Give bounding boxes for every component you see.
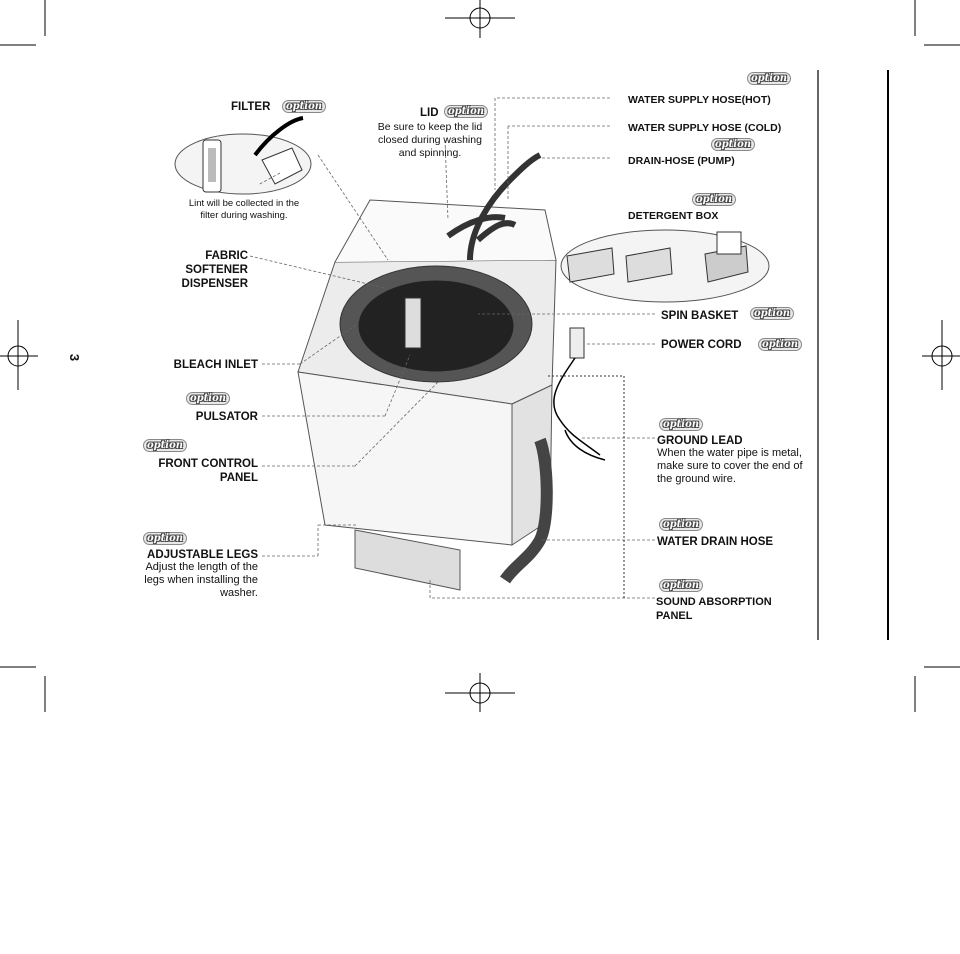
leader-lines (249, 97, 655, 599)
crop-marks (0, 0, 960, 712)
front-control-panel-label: FRONT CONTROL PANEL (158, 458, 258, 484)
detergent-inset (560, 229, 770, 303)
water-supply-option-badge: option (747, 72, 792, 85)
sound-absorption-option-badge: option (659, 579, 704, 592)
lid-note: Be sure to keep the lid closed during wa… (377, 121, 483, 159)
fabric-softener-label: FABRIC SOFTENER DISPENSER (181, 250, 248, 290)
washer-illustration (297, 152, 606, 591)
water-supply-hot-label: WATER SUPPLY HOSE(HOT) (628, 94, 771, 106)
pulsator-label: PULSATOR (195, 411, 258, 423)
spin-basket-label: SPIN BASKET (661, 310, 739, 322)
ground-lead-label: GROUND LEAD (657, 435, 743, 447)
registration-marks (0, 0, 960, 712)
drain-hose-pump-label: DRAIN-HOSE (PUMP) (628, 155, 735, 167)
pulsator-option-badge: option (186, 392, 231, 405)
power-cord-option-badge: option (758, 338, 803, 351)
detergent-box-option-badge: option (692, 193, 737, 206)
bleach-inlet-label: BLEACH INLET (173, 359, 258, 371)
page-number: 3 (67, 353, 83, 362)
adjustable-legs-option-badge: option (143, 532, 188, 545)
water-drain-hose-label: WATER DRAIN HOSE (657, 536, 774, 548)
filter-inset (174, 116, 312, 195)
adjustable-legs-label: ADJUSTABLE LEGS (147, 549, 258, 561)
water-supply-cold-label: WATER SUPPLY HOSE (COLD) (628, 122, 782, 134)
adjustable-legs-note: Adjust the length of the legs when insta… (144, 561, 258, 599)
filter-option-badge: option (282, 100, 327, 113)
filter-note: Lint will be collected in the filter dur… (188, 198, 300, 221)
lid-option-badge: option (444, 105, 489, 118)
detergent-box-label: DETERGENT BOX (628, 210, 719, 222)
spin-basket-option-badge: option (750, 307, 795, 320)
lid-label: LID (420, 107, 439, 119)
front-control-option-badge: option (143, 439, 188, 452)
drain-hose-pump-option-badge: option (711, 138, 756, 151)
water-drain-hose-option-badge: option (659, 518, 704, 531)
filter-label: FILTER (231, 101, 271, 113)
power-cord-label: POWER CORD (661, 339, 742, 351)
ground-lead-note: When the water pipe is metal, make sure … (657, 447, 803, 485)
sound-absorption-panel-label: SOUND ABSORPTION PANEL (656, 596, 772, 622)
ground-lead-option-badge: option (659, 418, 704, 431)
